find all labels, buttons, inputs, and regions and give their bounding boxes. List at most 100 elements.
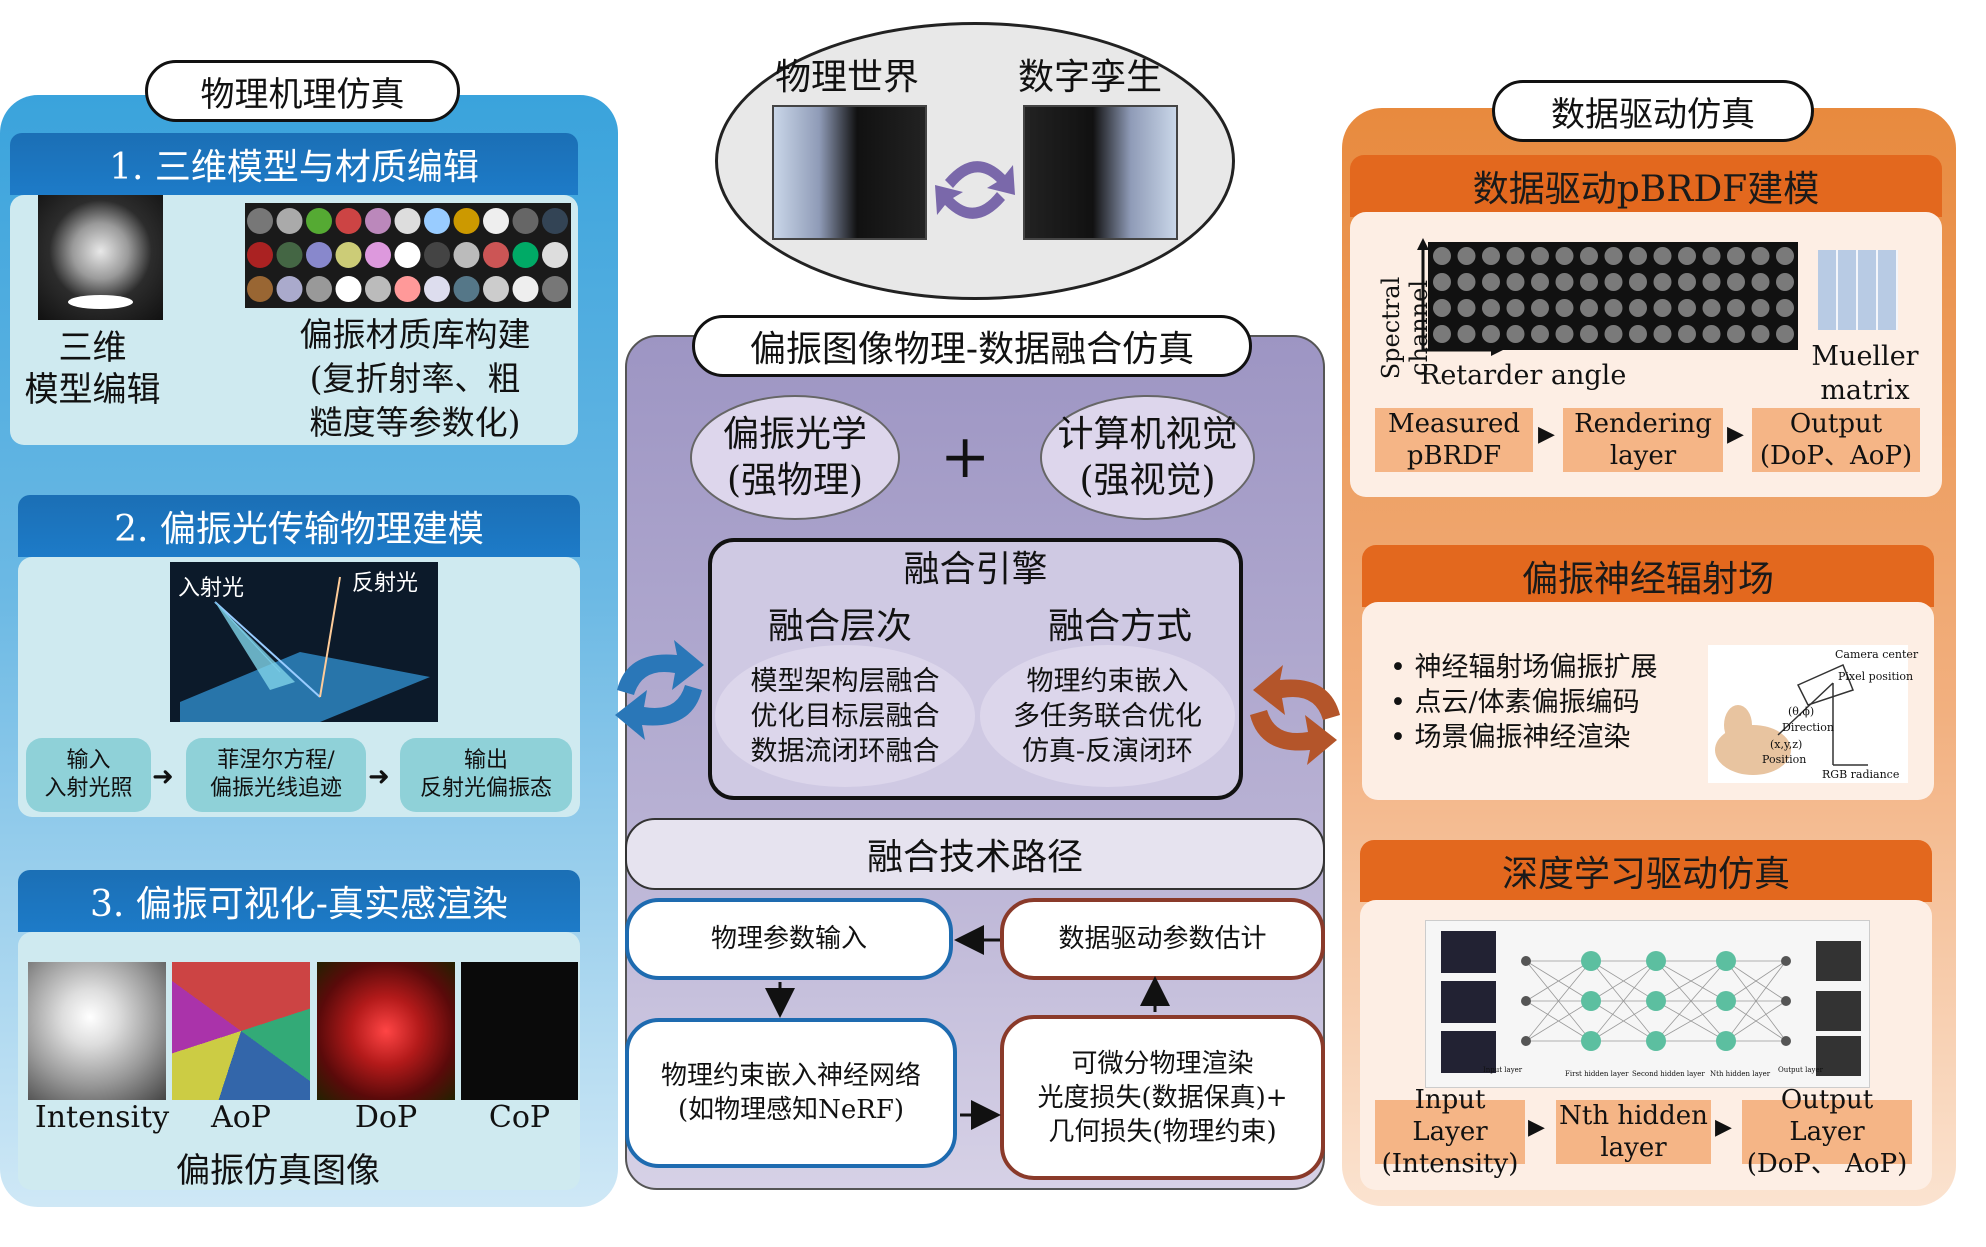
- material-sphere: [247, 276, 273, 302]
- pbrdf-sample: [1506, 247, 1525, 265]
- section3-heading: 3. 偏振可视化-真实感渲染: [18, 870, 580, 932]
- fusion-path-title: 融合技术路径: [866, 837, 1083, 878]
- nn-nth-hidden-label: Nth hidden layer: [1710, 1070, 1771, 1078]
- nn-node: [1716, 951, 1736, 971]
- pbrdf-sample: [1531, 273, 1549, 291]
- nerf-bullet-item: • 点云/体素偏振编码: [1390, 687, 1640, 718]
- pbrdf-sample: [1506, 273, 1525, 291]
- pbrdf-sample: [1457, 247, 1476, 265]
- arrow-right-icon: ▶: [1715, 1115, 1732, 1140]
- nn-node: [1581, 991, 1601, 1011]
- mueller-matrix-image: [1818, 250, 1898, 330]
- nn-second-hidden-label: Second hidden layer: [1632, 1070, 1705, 1078]
- pbrdf-sample: [1727, 299, 1745, 317]
- nn-output-layer-label: Output layer: [1778, 1066, 1823, 1074]
- pbrdf-sample: [1653, 247, 1672, 265]
- measured-pbrdf-box: Measured pBRDF: [1375, 408, 1533, 472]
- pbrdf-sample: [1457, 325, 1476, 343]
- orange-exchange-arrows-icon: [1250, 665, 1340, 765]
- nn-edge: [1525, 1000, 1592, 1042]
- material-library-label: 偏振材质库构建 (复折射率、粗 糙度等参数化): [299, 315, 531, 442]
- physics-nn-box: 物理约束嵌入神经网络 (如物理感知NeRF): [625, 1018, 957, 1168]
- pbrdf-sample: [1629, 247, 1647, 265]
- pbrdf-sample: [1653, 299, 1672, 317]
- pbrdf-sample: [1629, 273, 1647, 291]
- pbrdf-sample: [1678, 273, 1696, 291]
- neural-network-image: [1425, 920, 1870, 1088]
- polarized-nerf-heading: 偏振神经辐射场: [1362, 545, 1934, 607]
- nn-node: [1781, 996, 1791, 1006]
- material-sphere: [394, 208, 421, 234]
- pbrdf-sample: [1702, 273, 1721, 291]
- pbrdf-sample: [1457, 273, 1476, 291]
- material-sphere: [453, 208, 480, 234]
- material-sphere: [276, 242, 303, 268]
- pbrdf-sample: [1751, 247, 1770, 265]
- pbrdf-sample: [1727, 247, 1745, 265]
- pbrdf-sample: [1604, 273, 1623, 291]
- section2-heading: 2. 偏振光传输物理建模: [18, 495, 580, 557]
- nn-output-thumb: [1816, 941, 1861, 981]
- material-sphere: [276, 208, 303, 234]
- pbrdf-sample: [1555, 325, 1574, 343]
- material-sphere: [247, 208, 273, 234]
- 3d-model-image: [38, 195, 163, 320]
- nerf-bullet-item: • 神经辐射场偏振扩展: [1390, 652, 1658, 683]
- material-sphere: [306, 276, 332, 302]
- output-layer-box: Output Layer (DoP、 AoP): [1742, 1085, 1912, 1179]
- dop-image: [317, 962, 455, 1100]
- nn-node: [1646, 1031, 1666, 1051]
- input-light-box: 输入 入射光照: [26, 738, 151, 812]
- nn-input-thumb: [1441, 981, 1496, 1023]
- camera-center-label: Camera center: [1835, 648, 1919, 661]
- material-sphere: [542, 208, 568, 234]
- pbrdf-sample: [1776, 273, 1794, 291]
- pbrdf-sample: [1531, 247, 1549, 265]
- pbrdf-sample: [1604, 247, 1623, 265]
- exchange-arrows-icon: [935, 161, 1015, 219]
- pbrdf-sample: [1555, 299, 1574, 317]
- theta-phi-label: (θ,ϕ): [1788, 705, 1815, 718]
- material-sphere: [365, 208, 391, 234]
- nn-node: [1781, 1036, 1791, 1046]
- arrow-right-icon: ▶: [1727, 422, 1744, 447]
- material-sphere: [365, 276, 391, 302]
- nn-node: [1646, 991, 1666, 1011]
- nn-node: [1581, 951, 1601, 971]
- arrow-right-icon: ➜: [152, 762, 174, 792]
- arrow-right-icon: ➜: [368, 762, 390, 792]
- nn-edge: [1655, 1000, 1727, 1042]
- pbrdf-sample: [1482, 247, 1500, 265]
- nn-edge: [1590, 1000, 1657, 1042]
- material-sphere: [306, 242, 332, 268]
- pbrdf-sample: [1531, 325, 1549, 343]
- flow-arrows: [765, 925, 1170, 1130]
- nn-node: [1781, 956, 1791, 966]
- nerf-diagram: [1708, 645, 1908, 783]
- pbrdf-sample: [1482, 299, 1500, 317]
- nn-node: [1581, 1031, 1601, 1051]
- pbrdf-sample: [1678, 247, 1696, 265]
- data-driven-title: 数据驱动仿真: [1492, 80, 1814, 142]
- dop-label: DoP: [354, 1100, 418, 1135]
- arrow-right-icon: ▶: [1538, 422, 1555, 447]
- pbrdf-sample: [1580, 247, 1598, 265]
- pbrdf-sample: [1727, 325, 1745, 343]
- pbrdf-sample: [1482, 273, 1500, 291]
- pbrdf-sample: [1433, 273, 1451, 291]
- nn-edge: [1725, 960, 1787, 1042]
- pbrdf-sample: [1604, 299, 1623, 317]
- plus-sign: +: [940, 422, 991, 492]
- nn-output-thumb: [1816, 991, 1861, 1031]
- material-sphere: [512, 242, 539, 268]
- pbrdf-sample: [1751, 325, 1770, 343]
- nn-edge: [1725, 960, 1787, 1002]
- output-dop-aop-box: Output (DoP、AoP): [1752, 408, 1920, 472]
- incident-light-label: 入射光: [178, 576, 245, 601]
- nerf-bullet-list: • 神经辐射场偏振扩展 • 点云/体素偏振编码 • 场景偏振神经渲染: [1390, 650, 1658, 755]
- material-sphere: [424, 208, 450, 234]
- nn-edge: [1525, 960, 1592, 1042]
- digital-object-image: [1023, 105, 1178, 240]
- direction-label: Direction: [1782, 721, 1834, 734]
- physical-object-image: [772, 105, 927, 240]
